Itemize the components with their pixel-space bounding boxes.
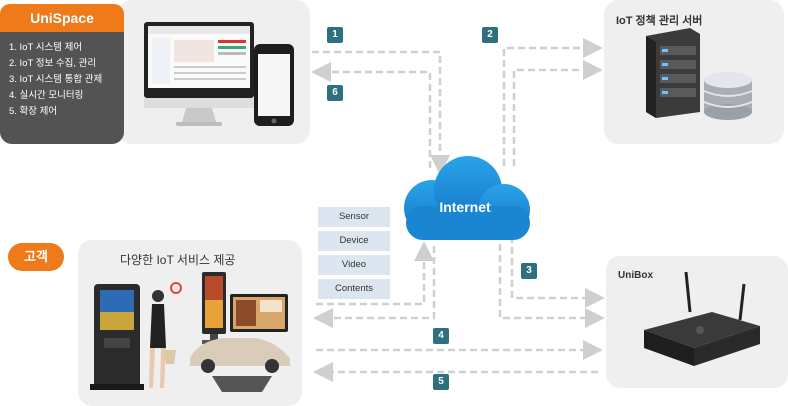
unispace-feature-item: 3. IoT 시스템 통합 관제 bbox=[9, 74, 103, 85]
router-icon bbox=[644, 271, 760, 366]
arrow-step-2b bbox=[512, 60, 603, 166]
step-badge-3: 3 bbox=[521, 263, 537, 279]
display-screen-icon bbox=[230, 294, 288, 332]
database-icon bbox=[703, 72, 753, 120]
data-chip-contents: Contents bbox=[318, 279, 390, 299]
step-badge-1: 1 bbox=[327, 27, 343, 43]
data-chip-video: Video bbox=[318, 255, 390, 275]
smartphone-icon bbox=[254, 44, 294, 126]
person-icon bbox=[149, 282, 182, 388]
unispace-feature-list: 1. IoT 시스템 제어 2. IoT 정보 수집, 관리 3. IoT 시스… bbox=[0, 32, 124, 144]
step-badge-2: 2 bbox=[482, 27, 498, 43]
internet-label: Internet bbox=[439, 199, 491, 215]
arrow-step-6 bbox=[311, 62, 432, 168]
monitor-icon bbox=[144, 22, 254, 126]
arrow-step-2 bbox=[502, 38, 603, 166]
arrow-step-1 bbox=[312, 50, 450, 175]
customer-badge: 고객 bbox=[8, 243, 64, 271]
server-label: IoT 정책 관리 서버 bbox=[616, 15, 703, 27]
arrow-customer-up bbox=[316, 241, 434, 306]
step-badge-5: 5 bbox=[433, 374, 449, 390]
unispace-feature-item: 5. 확장 제어 bbox=[9, 106, 58, 117]
step-badge-6: 6 bbox=[327, 85, 343, 101]
unispace-feature-item: 4. 실시간 모니터링 bbox=[9, 90, 84, 101]
car-icon bbox=[190, 338, 290, 392]
step-badge-4: 4 bbox=[433, 328, 449, 344]
server-icon bbox=[646, 28, 700, 118]
internet-cloud bbox=[404, 156, 530, 240]
unibox-label: UniBox bbox=[618, 270, 653, 281]
customer-label: 다양한 IoT 서비스 제공 bbox=[120, 253, 236, 267]
data-chip-sensor: Sensor bbox=[318, 207, 390, 227]
unispace-feature-item: 2. IoT 정보 수집, 관리 bbox=[9, 58, 97, 69]
arrow-internet-down bbox=[313, 246, 436, 328]
unispace-feature-item: 1. IoT 시스템 제어 bbox=[9, 42, 83, 53]
kiosk-icon bbox=[90, 284, 144, 390]
digital-signage-icon bbox=[202, 272, 226, 344]
arrow-step-3 bbox=[510, 236, 605, 308]
arrow-step-3b bbox=[498, 244, 605, 328]
unispace-title: UniSpace bbox=[0, 4, 124, 32]
data-chip-device: Device bbox=[318, 231, 390, 251]
